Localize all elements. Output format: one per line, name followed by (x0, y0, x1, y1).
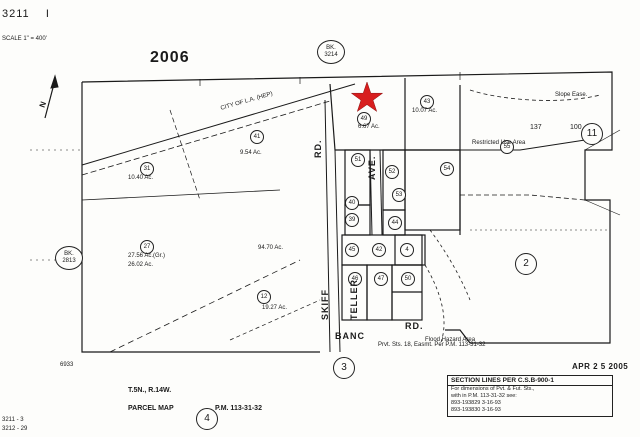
private-st-note: Prvt. Sts. 18, Easmt. Per P.M. 113-31-32 (378, 342, 486, 348)
section-lines-title: SECTION LINES PER C.S.B-900-1 (448, 376, 612, 386)
parcel-47[interactable]: 47 (374, 272, 388, 286)
road-teller: TELLER (349, 279, 359, 320)
road-skiff: SKIFF (320, 289, 330, 320)
code-6933: 6933 (60, 362, 74, 368)
city-line-2 (81, 100, 331, 176)
parcel-12[interactable]: 12 (257, 290, 271, 304)
road-ave: AVE. (367, 155, 377, 180)
map-scale: SCALE 1" = 400' (2, 36, 47, 42)
road-rd-vertical: RD. (313, 139, 323, 159)
parcel-45[interactable]: 45 (345, 243, 359, 257)
section-boundary (81, 71, 613, 344)
city-line (81, 83, 356, 166)
map-page: I (45, 8, 50, 20)
acreage-31: 10.40 Ac. (128, 175, 154, 181)
footer-code-1: 3211 - 3 (2, 417, 24, 423)
parcel-51[interactable]: 51 (351, 153, 365, 167)
parcel-54[interactable]: 54 (440, 162, 454, 176)
west-boundary (81, 82, 320, 353)
footer-code-2: 3212 - 29 (2, 426, 28, 432)
parcel-46[interactable]: 46 (348, 272, 362, 286)
parcel-50[interactable]: 50 (401, 272, 415, 286)
book-ref-top[interactable]: BK. 3214 (317, 40, 345, 64)
section-lines-row-1: For dimensions of Pvt. & Fut. Sts., (451, 386, 535, 392)
flood-hazard-note: Flood Hazard Area (425, 337, 476, 343)
date-stamp: APR 2 5 2005 (572, 362, 629, 371)
slope-ease-note: Slope Ease. (555, 92, 588, 98)
acreage-low: 19.27 Ac. (262, 305, 288, 311)
parcel-49[interactable]: 49 (357, 112, 371, 126)
parcel-31[interactable]: 31 (140, 162, 154, 176)
section-year: 2006 (150, 49, 190, 66)
dim-100: 100 (570, 124, 582, 131)
acreage-mid-a: 9.54 Ac. (240, 150, 262, 156)
acreage-27b: 26.02 Ac. (128, 262, 154, 268)
parcel-4-small[interactable]: 4 (400, 243, 414, 257)
parcel-27[interactable]: 27 (140, 240, 154, 254)
section-lines-row-2: with in P.M. 113-31-32 see: (451, 392, 517, 399)
parcel-3[interactable]: 3 (333, 357, 355, 379)
acreage-49: 6.67 Ac. (358, 124, 380, 130)
parcel-39[interactable]: 39 (345, 213, 359, 227)
township-range: T.5N., R.14W. (128, 387, 172, 394)
parcel-43[interactable]: 43 (420, 95, 434, 109)
section-lines-box: SECTION LINES PER C.S.B-900-1 For dimens… (447, 375, 613, 417)
book-ref-left[interactable]: BK. 2813 (55, 246, 83, 270)
acreage-mid-b: 94.70 Ac. (258, 245, 284, 251)
parcel-2[interactable]: 2 (515, 253, 537, 275)
acreage-27: 27.56 Ac.(Gr.) (128, 253, 166, 259)
parcel-52[interactable]: 52 (385, 165, 399, 179)
parcel-44[interactable]: 44 (388, 216, 402, 230)
section-lines-row-3: 893-193829 3-16-93 (451, 399, 501, 406)
parcel-11[interactable]: 11 (581, 123, 603, 145)
parcel-55[interactable]: 55 (500, 140, 514, 154)
map-header: 3211 I (2, 8, 50, 20)
road-banc: BANC (335, 331, 365, 341)
north-arrow-icon (44, 74, 59, 119)
parcel-4[interactable]: 4 (196, 408, 218, 430)
subject-star-icon (350, 81, 384, 113)
parcel-53[interactable]: 53 (392, 188, 406, 202)
acreage-43: 10.07 Ac. (412, 108, 438, 114)
road-rd-horizontal: RD. (405, 321, 424, 331)
parcel-40[interactable]: 40 (345, 196, 359, 210)
section-lines-row-4: 893-193830 3-16-93 (451, 406, 501, 413)
dim-137: 137 (530, 124, 542, 131)
parcel-42[interactable]: 42 (372, 243, 386, 257)
map-number: 3211 (2, 8, 30, 20)
restricted-use-note: Restricted Use Area (472, 140, 526, 146)
parcel-41[interactable]: 41 (250, 130, 264, 144)
parcel-map-label: PARCEL MAP (128, 405, 174, 412)
pm-reference: P.M. 113-31-32 (215, 405, 262, 412)
